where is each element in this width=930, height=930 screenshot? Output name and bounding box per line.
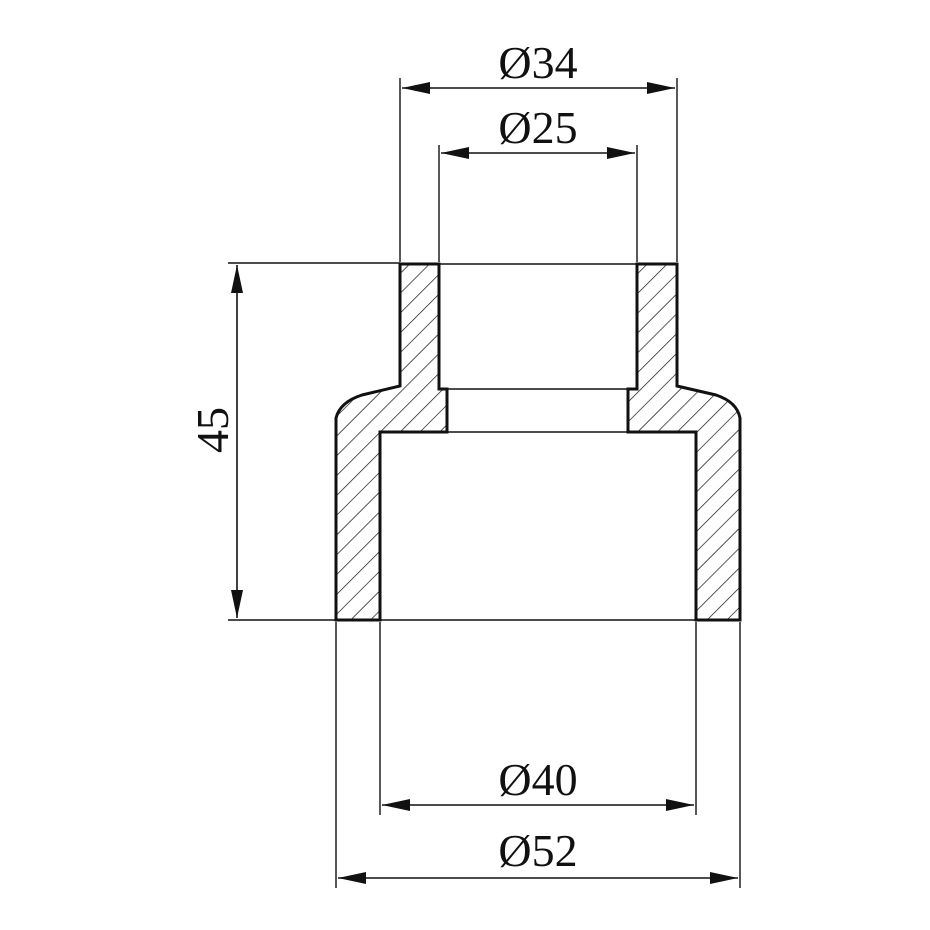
dimension-outer-small-diameter: Ø34 [402,37,675,94]
arrow-left [402,82,430,94]
arrow-top [231,265,243,293]
arrow-right [666,799,694,811]
arrow-right [607,147,635,159]
bore-edges [380,263,696,621]
arrow-bottom [231,590,243,618]
dimension-height: 45 [187,265,243,618]
arrow-left [441,147,469,159]
extension-lines [228,78,741,888]
left-wall-section [334,262,449,622]
label-outer-large-diameter: Ø52 [498,825,577,876]
label-inner-small-diameter: Ø25 [498,102,577,153]
arrow-right [710,872,738,884]
arrow-left [382,799,410,811]
arrow-right [647,82,675,94]
dimension-outer-large-diameter: Ø52 [338,825,738,884]
arrow-left [338,872,366,884]
dimension-inner-large-diameter: Ø40 [382,754,694,811]
right-wall-section [626,262,742,622]
label-outer-small-diameter: Ø34 [498,37,577,88]
label-inner-large-diameter: Ø40 [498,754,577,805]
dimension-inner-small-diameter: Ø25 [441,102,635,159]
label-height: 45 [187,407,238,453]
